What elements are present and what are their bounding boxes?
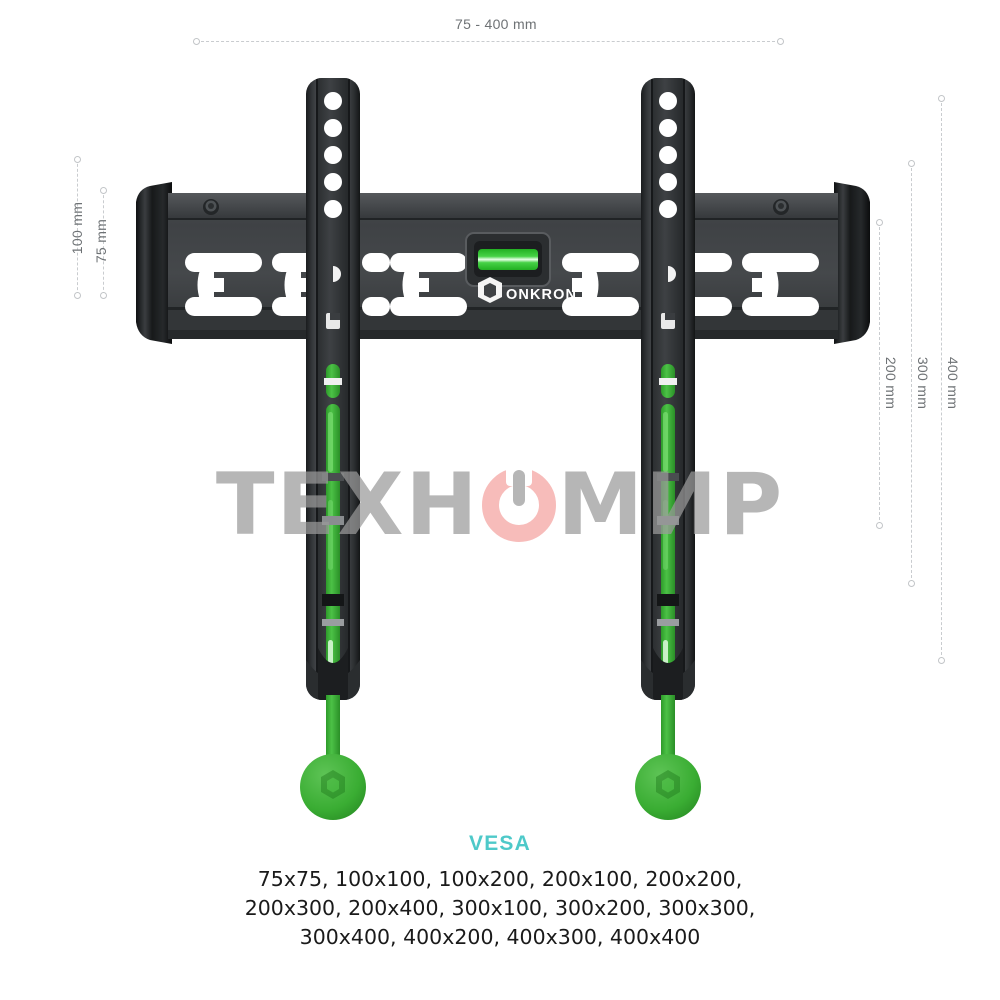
top-dimension-label: 75 - 400 mm <box>455 16 537 32</box>
vertical-rail-left <box>300 78 366 820</box>
vesa-title: VESA <box>469 832 531 855</box>
plate-bottom-edge <box>168 330 838 339</box>
rail-left-rib-4 <box>322 619 344 626</box>
right-dimension-endcap-400-top <box>938 95 945 102</box>
rail-right-mid-hole <box>668 266 676 282</box>
left-dimension-endcap-75-bottom <box>100 292 107 299</box>
plate-screw-left <box>203 199 219 215</box>
rail-left-hole-5 <box>324 200 342 218</box>
right-dimension-endcap-400-bottom <box>938 657 945 664</box>
wall-plate: ONKRON <box>136 182 870 344</box>
top-dimension-endcap-left <box>193 38 200 45</box>
rail-left-rib-2 <box>322 516 344 525</box>
keyhole-partial-1 <box>362 253 390 272</box>
right-dimension-endcap-200-top <box>876 219 883 226</box>
rail-left-mid-hole <box>333 266 341 282</box>
left-dimension-endcap-100-bottom <box>74 292 81 299</box>
right-dimension-line-400 <box>941 98 942 660</box>
left-dimension-line-100 <box>77 159 78 295</box>
vertical-rail-right <box>635 78 701 820</box>
rail-right-tag-strap <box>661 695 675 767</box>
plate-end-cap-right <box>834 182 870 344</box>
plate-upper-rib <box>168 193 838 219</box>
rail-left-tag <box>300 754 366 820</box>
vesa-line-2: 200x300, 200x400, 300x100, 300x200, 300x… <box>244 896 756 921</box>
rail-left-tag-logo-icon <box>321 770 345 799</box>
keyhole-partial-2 <box>362 297 390 316</box>
keyhole-partial-4 <box>696 297 726 316</box>
rail-left-rib-3 <box>322 594 344 606</box>
rail-left-hole-1 <box>324 92 342 110</box>
rail-left-hole-2 <box>324 119 342 137</box>
brand-logo: ONKRON <box>478 277 577 303</box>
brand-name: ONKRON <box>506 287 577 303</box>
left-dimension-line-75 <box>103 190 104 295</box>
keyhole-group-6 <box>742 253 819 316</box>
level-bubble-indicator <box>478 249 538 270</box>
rail-left-tag-strap <box>326 695 340 767</box>
bubble-level <box>465 232 551 287</box>
top-dimension-endcap-right <box>777 38 784 45</box>
plate-screw-right <box>773 199 789 215</box>
rail-left-hole-4 <box>324 173 342 191</box>
keyhole-group-1 <box>185 253 262 316</box>
rail-right-rib-4 <box>657 619 679 626</box>
plate-lower-rib <box>168 310 838 330</box>
vesa-line-1: 75x75, 100x100, 100x200, 200x100, 200x20… <box>257 867 743 891</box>
left-dimension-endcap-75-top <box>100 187 107 194</box>
plate-rib-line-top <box>168 218 838 220</box>
plate-end-cap-left <box>136 182 172 344</box>
right-dimension-line-200 <box>879 222 880 525</box>
vesa-info-block: VESA 75x75, 100x100, 100x200, 200x100, 2… <box>0 832 1000 952</box>
left-dimension-endcap-100-top <box>74 156 81 163</box>
rail-right-hole-1 <box>659 92 677 110</box>
rail-right-green-screw <box>659 364 677 398</box>
right-dimension-endcap-300-bottom <box>908 580 915 587</box>
rail-right-hole-5 <box>659 200 677 218</box>
rail-right-hole-4 <box>659 173 677 191</box>
top-dimension-line <box>196 41 780 42</box>
rail-right-rib-3 <box>657 594 679 606</box>
keyhole-group-3 <box>390 253 467 316</box>
vesa-line-3: 300x400, 400x200, 400x300, 400x400 <box>299 925 701 950</box>
rail-right-tag-logo-icon <box>656 770 680 799</box>
rail-left-rib-1 <box>322 473 344 481</box>
rail-left-green-screw <box>324 364 342 398</box>
rail-right-hole-2 <box>659 119 677 137</box>
keyhole-partial-3 <box>696 253 726 272</box>
rail-left-green-slot <box>326 404 340 700</box>
rail-right-rib-1 <box>657 473 679 481</box>
vesa-pattern-list: 75x75, 100x100, 100x200, 200x100, 200x20… <box>0 865 1000 952</box>
right-dimension-endcap-200-bottom <box>876 522 883 529</box>
right-dimension-endcap-300-top <box>908 160 915 167</box>
plate-rib-line-bottom <box>168 307 838 310</box>
keyhole-group-4 <box>562 253 639 316</box>
rail-right-tag <box>635 754 701 820</box>
rail-right-rib-2 <box>657 516 679 525</box>
right-dimension-line-300 <box>911 163 912 583</box>
rail-right-hole-3 <box>659 146 677 164</box>
rail-left-hole-3 <box>324 146 342 164</box>
rail-right-green-slot <box>661 404 675 700</box>
